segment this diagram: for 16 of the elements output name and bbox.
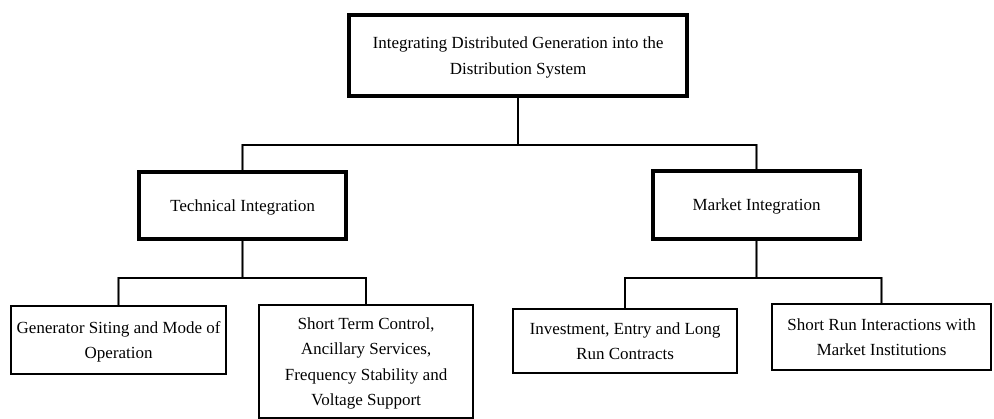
box-label: Short Term Control, Ancillary Services, Frequency Stability and Voltage Support [284,312,448,411]
box-label: Market Integration [692,194,820,216]
connector-line [517,98,758,169]
box [512,308,738,374]
box-label: Investment, Entry and Long Run Contracts [528,318,722,365]
box-label: Integrating Distributed Generation into the Distribution System [372,32,664,80]
box [137,170,348,241]
box [258,304,474,419]
box [651,169,862,241]
connector-line [242,241,367,304]
box [771,303,992,371]
box-label: Generator Siting and Mode of Operation [16,316,221,364]
box-label: Technical Integration [170,194,315,217]
box [10,305,227,375]
box [347,13,689,98]
box-label: Short Run Interactions with Market Institutions [786,314,977,361]
